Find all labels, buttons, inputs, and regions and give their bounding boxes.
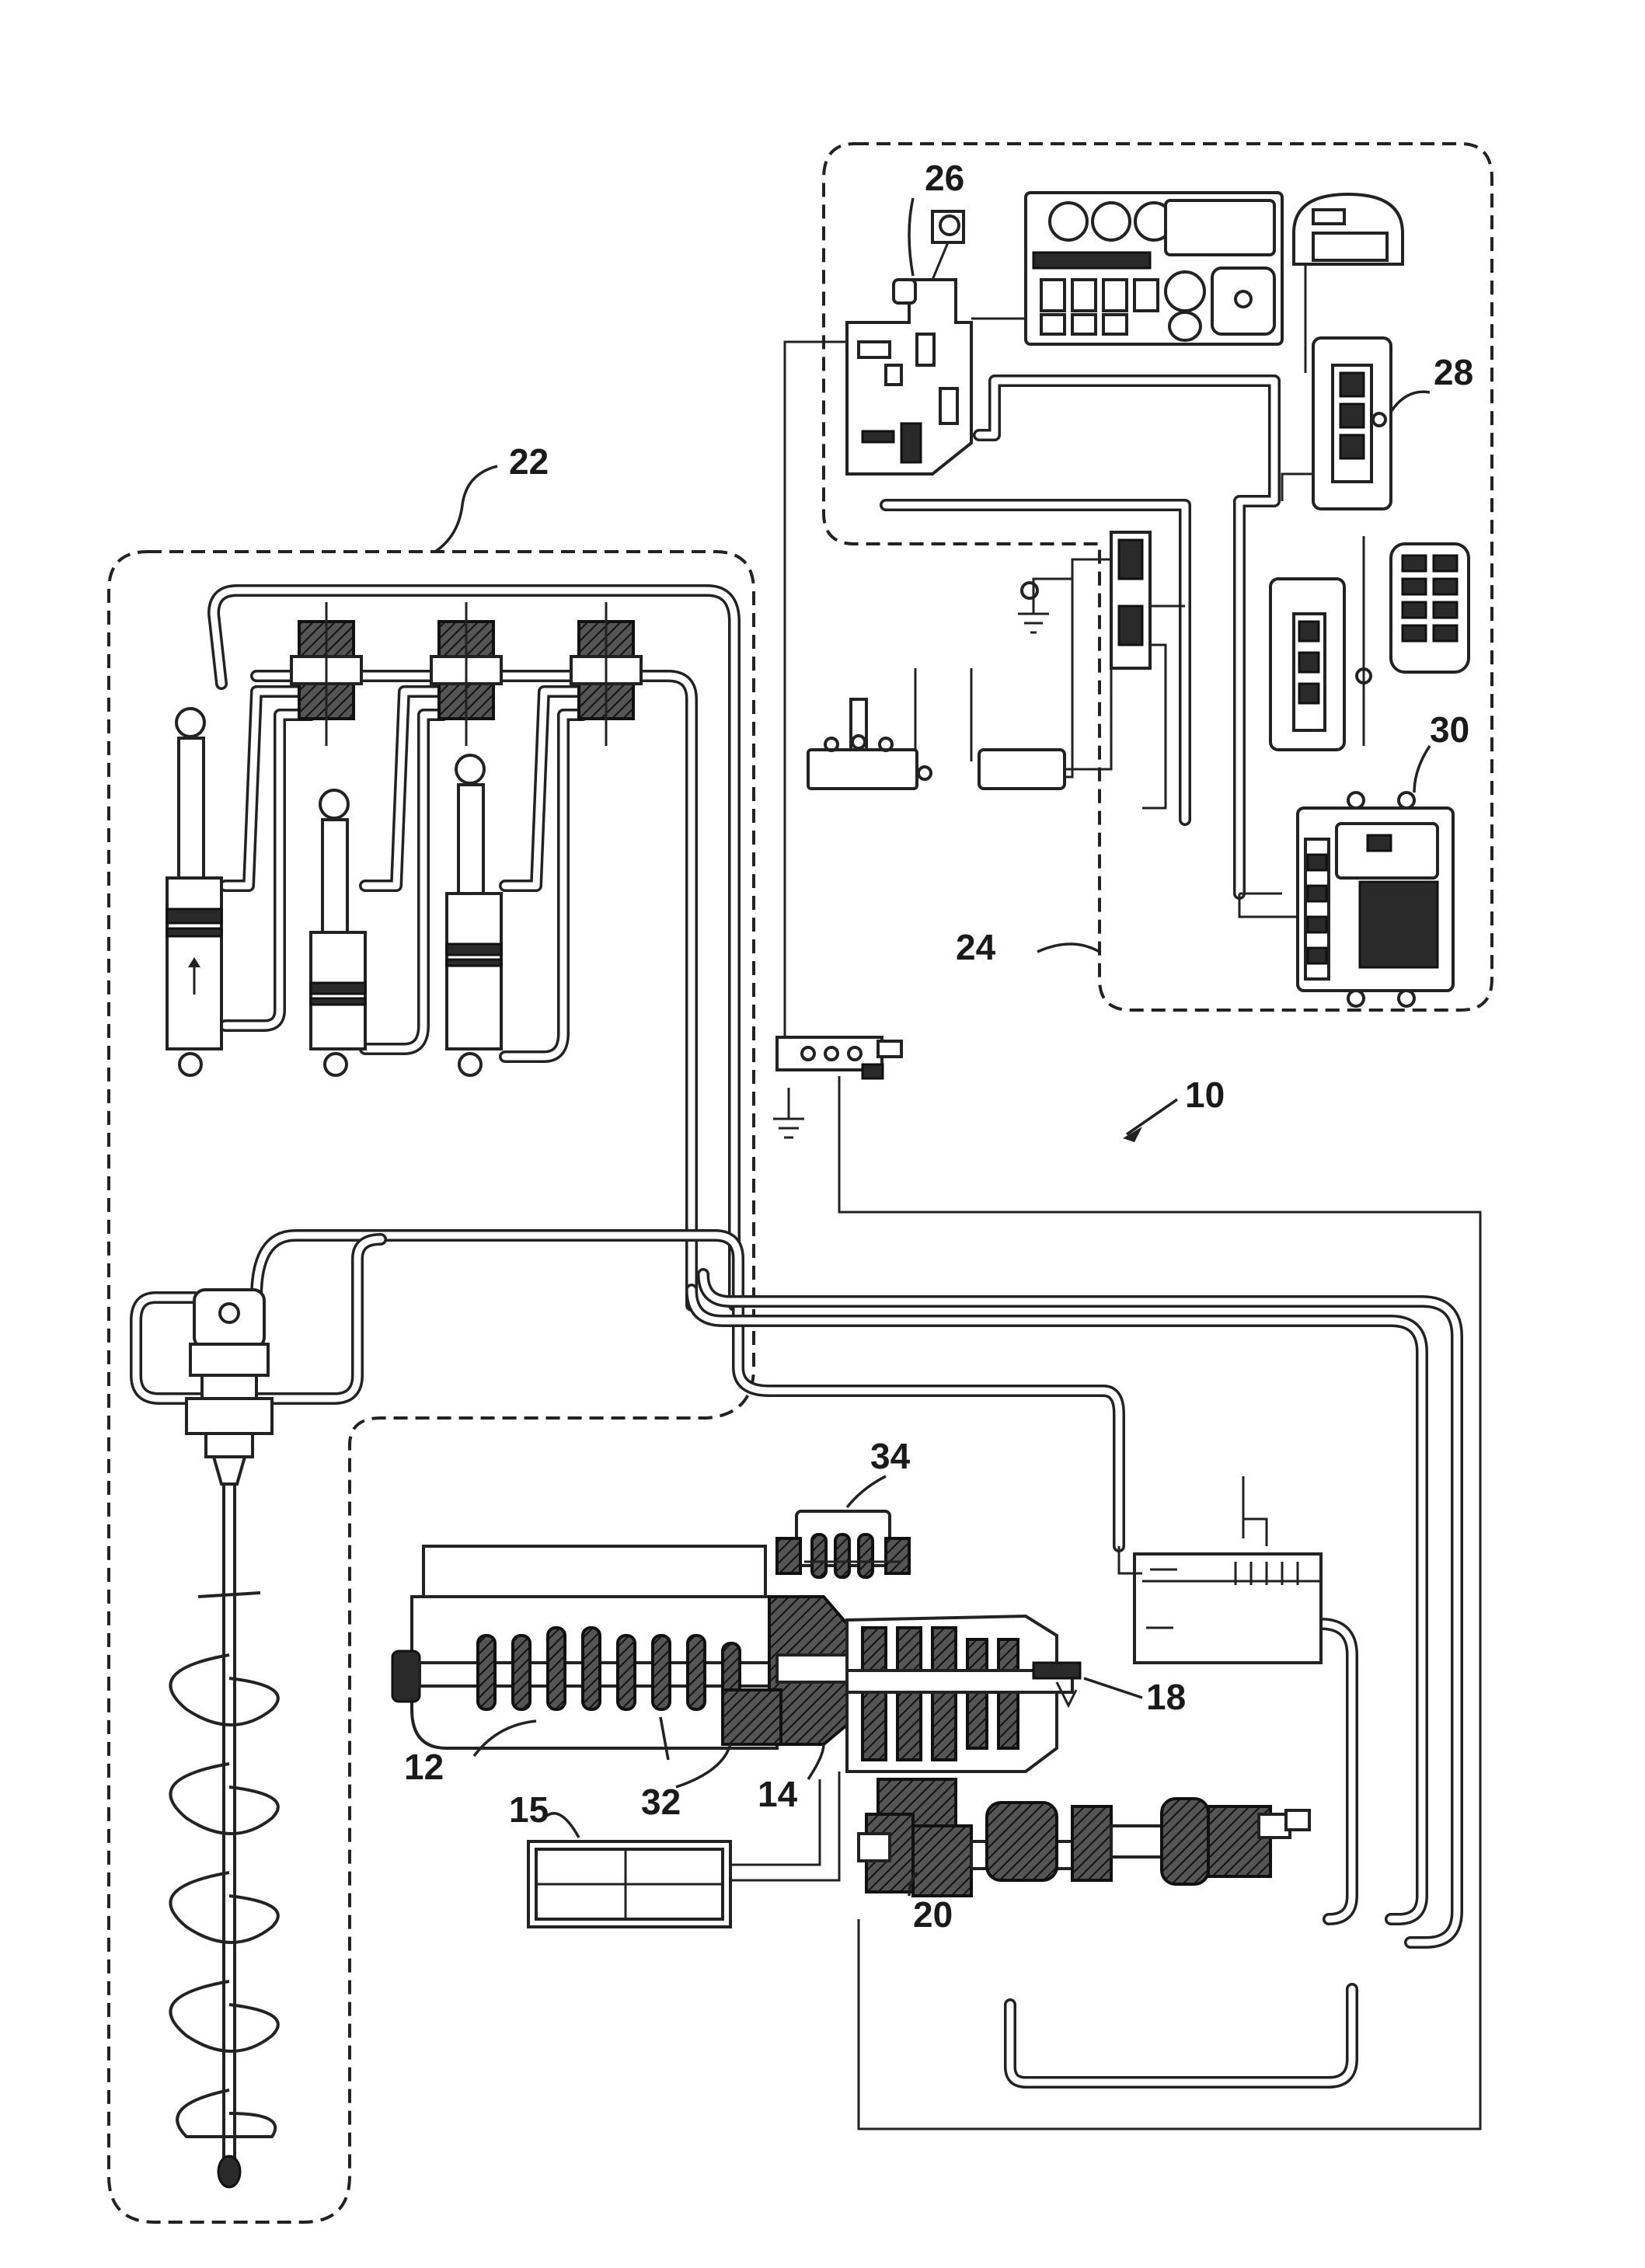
hydraulic-cylinder-3 — [447, 755, 501, 1075]
antenna-receiver — [971, 653, 1111, 789]
auxiliary-drive — [777, 1511, 909, 1577]
control-valve-1 — [291, 602, 361, 746]
hydraulic-cylinder-2 — [311, 790, 365, 1075]
engine — [392, 1546, 777, 1748]
remote-transmitter — [808, 668, 931, 789]
auger — [170, 1484, 277, 2187]
switch-module — [1270, 536, 1371, 750]
pump-assembly — [859, 1779, 1309, 1896]
label-12: 12 — [404, 1747, 444, 1787]
control-valve-3 — [571, 602, 641, 746]
hydraulic-reservoir — [1119, 1476, 1321, 1663]
transmission — [847, 1616, 1080, 1772]
label-18: 18 — [1146, 1677, 1186, 1717]
controller-unit — [1239, 793, 1453, 1006]
terminal-block — [777, 1037, 901, 1078]
label-34: 34 — [870, 1436, 911, 1476]
label-15: 15 — [509, 1789, 549, 1830]
relay-module — [1313, 338, 1391, 509]
instrument-panel — [1026, 193, 1282, 344]
label-14: 14 — [758, 1774, 798, 1814]
keypad — [1391, 544, 1469, 672]
label-30: 30 — [1430, 709, 1469, 750]
label-28: 28 — [1434, 352, 1473, 392]
auger-motor — [186, 1290, 272, 1484]
label-32: 32 — [641, 1782, 681, 1822]
label-22: 22 — [509, 441, 549, 482]
label-20: 20 — [913, 1894, 953, 1935]
auger-lines — [136, 1235, 1119, 1546]
label-26: 26 — [925, 158, 964, 198]
label-24: 24 — [956, 927, 996, 967]
hydraulic-cylinder-1 — [167, 709, 221, 1075]
control-valve-2 — [431, 602, 501, 746]
label-10: 10 — [1185, 1075, 1225, 1115]
